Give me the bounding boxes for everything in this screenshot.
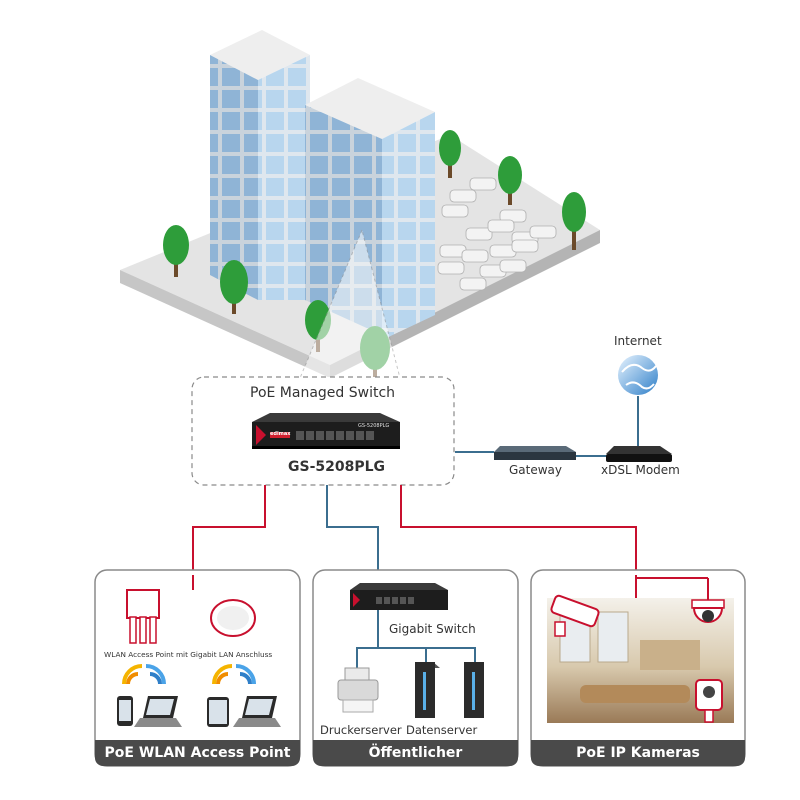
printserver-label: Druckerserver	[320, 723, 402, 737]
laptop-icon	[134, 696, 182, 727]
gateway-device	[494, 446, 576, 460]
poe-switch-device	[252, 413, 400, 449]
dome-camera-icon	[691, 599, 725, 623]
tablet-icon	[207, 697, 229, 727]
bullet-camera-icon	[550, 594, 600, 637]
connection-lines	[192, 396, 639, 575]
panel-wlan-box	[94, 569, 301, 767]
gigabit-switch-device	[350, 583, 448, 610]
server-tower-icon	[415, 662, 440, 718]
panel-title-server: Öffentlicher Gruppenserver	[313, 740, 518, 787]
laptop-icon	[233, 696, 281, 727]
xdsl-modem-device	[606, 446, 672, 462]
parking-cars	[437, 177, 557, 291]
smartphone-icon	[117, 696, 133, 726]
switch-box-title: PoE Managed Switch	[250, 385, 396, 401]
switch-model-label: GS-5208PLG	[288, 459, 386, 475]
outdoor-access-point-icon	[126, 589, 160, 644]
panel-title-wlan: PoE WLAN Access Point	[95, 740, 300, 766]
access-point-caption: WLAN Access Point mit Gigabit LAN Anschl…	[104, 650, 273, 659]
switch-brand-label: edimax	[270, 431, 291, 437]
panel-title-camera: PoE IP Kameras	[531, 740, 745, 766]
cube-camera-icon	[695, 679, 723, 723]
dataserver-label: Datenserver	[406, 723, 478, 737]
printer-icon	[337, 667, 379, 713]
server-tower-icon	[464, 662, 484, 718]
xdsl-modem-label: xDSL Modem	[601, 463, 680, 477]
gateway-label: Gateway	[509, 463, 563, 477]
internet-label: Internet	[614, 334, 662, 348]
ceiling-access-point-icon	[210, 599, 256, 637]
switch-device-model: GS-5208PLG	[358, 423, 390, 429]
gigabit-switch-label: Gigabit Switch	[389, 622, 476, 636]
office-tower-left	[210, 30, 310, 300]
wifi-signal-icon	[122, 664, 256, 685]
internet-globe-icon	[618, 355, 658, 395]
